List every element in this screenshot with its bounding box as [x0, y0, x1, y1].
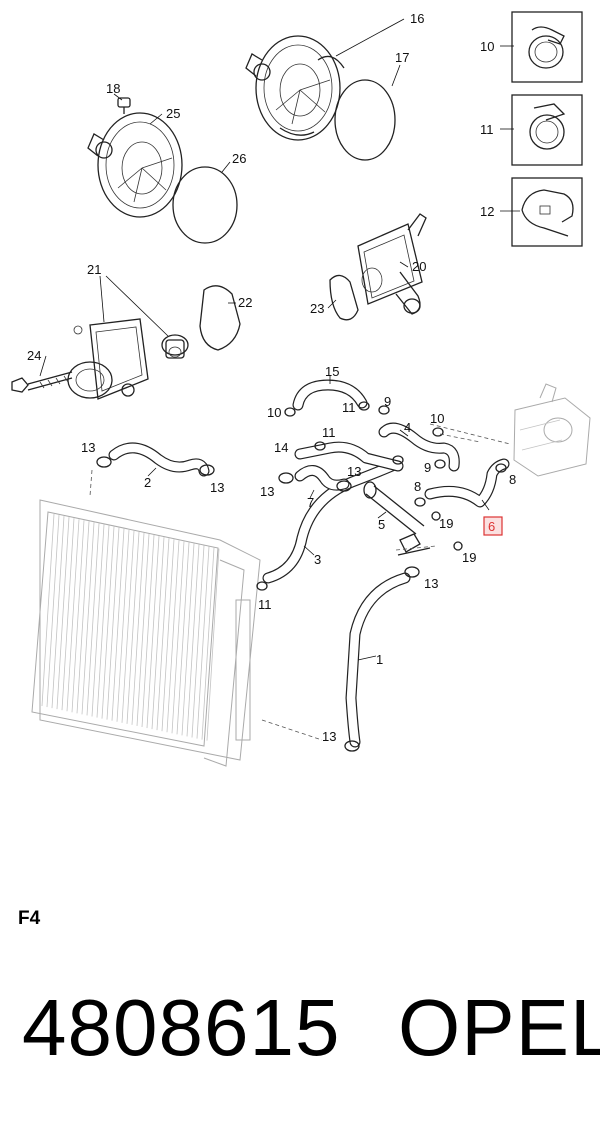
callout-19b: 19 [462, 550, 476, 565]
callout-7: 7 [307, 495, 314, 510]
clamp-box-12 [511, 177, 583, 247]
callout-8: 8 [414, 479, 421, 494]
callout-15: 15 [325, 364, 339, 379]
page-code: F4 [18, 908, 41, 929]
callout-13c: 13 [210, 480, 224, 495]
callout-9b: 9 [424, 460, 431, 475]
callouts: 16 17 18 25 26 21 22 20 23 24 10 11 12 1… [27, 11, 516, 744]
callout-12: 12 [480, 204, 494, 219]
callout-26: 26 [232, 151, 246, 166]
gasket-22 [199, 285, 241, 351]
gasket-26 [172, 166, 238, 244]
hose-14 [294, 441, 404, 472]
callout-13e: 13 [424, 576, 438, 591]
callout-16: 16 [410, 11, 424, 26]
callout-11c: 11 [322, 425, 336, 440]
brand-name: OPEL [398, 983, 600, 1072]
radiator [31, 499, 261, 767]
callout-10b: 10 [267, 405, 281, 420]
hose-1 [345, 572, 411, 748]
callout-5: 5 [378, 517, 385, 532]
callout-13a: 13 [81, 440, 95, 455]
callout-13f: 13 [322, 729, 336, 744]
callout-4: 4 [404, 420, 411, 435]
hose-3 [262, 460, 398, 584]
gasket-23 [329, 274, 359, 321]
callout-8b: 8 [509, 472, 516, 487]
hose-7 [294, 465, 350, 491]
callout-24: 24 [27, 348, 41, 363]
clamp-box-10 [511, 11, 583, 83]
callout-22: 22 [238, 295, 252, 310]
callout-10: 10 [480, 39, 494, 54]
callout-14: 14 [274, 440, 288, 455]
hose-6 [424, 458, 510, 508]
part-number: 4808615 [22, 983, 341, 1072]
leader-lines [39, 18, 520, 661]
connection-lines [89, 423, 511, 741]
callout-11b: 11 [342, 400, 356, 415]
screw-18 [117, 97, 131, 114]
gasket-17 [334, 79, 396, 161]
thermostat-housing-21 [67, 318, 149, 400]
svg-text:6: 6 [488, 519, 495, 534]
clamp-box-11 [511, 94, 583, 166]
pipe-5 [363, 481, 431, 556]
callout-2: 2 [144, 475, 151, 490]
callout-11d: 11 [258, 597, 272, 612]
callout-23: 23 [310, 301, 324, 316]
clamps [96, 401, 507, 752]
callout-18: 18 [106, 81, 120, 96]
outlet-housing-20 [357, 213, 427, 315]
hose-2 [108, 442, 210, 477]
parts-diagram: 16 17 18 25 26 21 22 20 23 24 10 11 12 1… [11, 11, 591, 767]
callout-21: 21 [87, 262, 101, 277]
hose-4 [378, 422, 460, 472]
bolt-24 [11, 371, 73, 393]
callout-10c: 10 [430, 411, 444, 426]
callout-11: 11 [480, 122, 494, 137]
callout-9: 9 [384, 394, 391, 409]
hose-15 [292, 379, 368, 411]
callout-13b: 13 [347, 464, 361, 479]
callout-20: 20 [412, 259, 426, 274]
callout-1: 1 [376, 652, 383, 667]
callout-19a: 19 [439, 516, 453, 531]
water-pump-25 [87, 112, 183, 218]
water-pump-16 [245, 35, 345, 141]
callout-3: 3 [314, 552, 321, 567]
highlighted-callout-6[interactable]: 6 [483, 516, 503, 536]
callout-13d: 13 [260, 484, 274, 499]
callout-17: 17 [395, 50, 409, 65]
thermostat [161, 334, 189, 359]
expansion-tank [513, 383, 591, 477]
callout-25: 25 [166, 106, 180, 121]
